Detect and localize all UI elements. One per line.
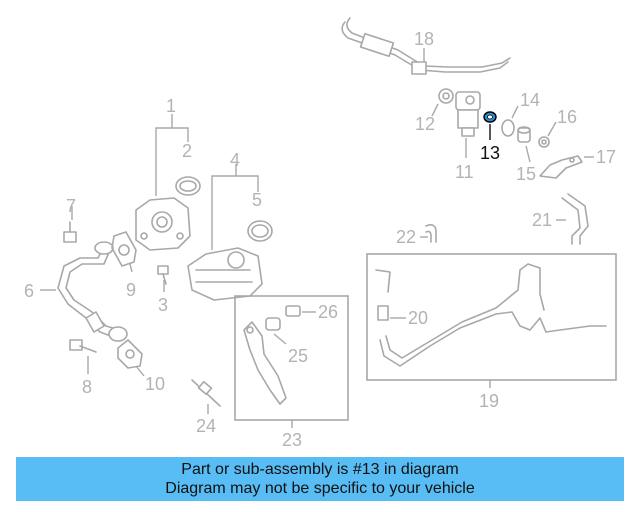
box-19 (366, 253, 617, 381)
part-23-bracket (243, 321, 287, 405)
part-7-bolt (63, 221, 77, 243)
callout-10: 10 (145, 374, 165, 394)
part-16-washer (538, 136, 550, 148)
callout-1: 1 (166, 96, 176, 116)
callout-16: 16 (557, 107, 577, 127)
callout-12: 12 (415, 114, 435, 134)
part-15-bushing (517, 126, 531, 143)
part-18-hose (341, 17, 511, 75)
callout-21: 21 (532, 210, 552, 230)
part-4-valve-housing (187, 247, 263, 301)
part-9-gasket (111, 231, 137, 267)
part-22-hose (425, 224, 437, 243)
callout-22: 22 (396, 227, 416, 247)
part-17-bracket (539, 155, 583, 179)
callout-19: 19 (479, 391, 499, 411)
callout-20: 20 (408, 308, 428, 328)
part-21-tube (561, 193, 589, 245)
callout-18: 18 (414, 29, 434, 49)
callout-11: 11 (455, 162, 474, 182)
callout-6: 6 (24, 281, 34, 301)
banner-line-2: Diagram may not be specific to your vehi… (165, 480, 475, 497)
part-10-gasket (117, 339, 143, 369)
parts-diagram: 18 12 11 13 14 15 16 (24, 17, 617, 450)
part-2-gasket (175, 176, 201, 196)
callout-14: 14 (520, 90, 540, 110)
callout-7: 7 (66, 196, 76, 216)
part-5-gasket (247, 220, 273, 242)
callout-24: 24 (196, 416, 216, 436)
part-3-bolt (157, 265, 169, 285)
part-6-pipe (57, 241, 128, 342)
callout-9: 9 (126, 280, 136, 300)
callout-23: 23 (282, 430, 302, 450)
callout-5: 5 (252, 190, 262, 210)
part-12-grommet (438, 88, 454, 104)
callout-13: 13 (480, 143, 500, 163)
callout-8: 8 (82, 377, 92, 397)
part-8-bolt (69, 339, 97, 353)
info-banner: Part or sub-assembly is #13 in diagram D… (16, 457, 624, 501)
callout-15: 15 (516, 164, 536, 184)
part-14-ring (501, 119, 515, 137)
callout-17: 17 (596, 147, 616, 167)
callout-26: 26 (318, 302, 338, 322)
part-26-clip (285, 305, 301, 317)
callout-25: 25 (288, 346, 308, 366)
callout-4: 4 (230, 150, 240, 170)
part-1-valve-housing (135, 197, 191, 251)
callout-2: 2 (182, 141, 192, 161)
part-11-valve (455, 91, 481, 137)
part-25-bushing (265, 317, 281, 331)
part-19-hose-assembly (375, 263, 607, 367)
part-24-stud (191, 379, 221, 407)
banner-line-1: Part or sub-assembly is #13 in diagram (181, 461, 459, 478)
part-13-highlighted (483, 111, 497, 123)
callout-3: 3 (158, 295, 168, 315)
